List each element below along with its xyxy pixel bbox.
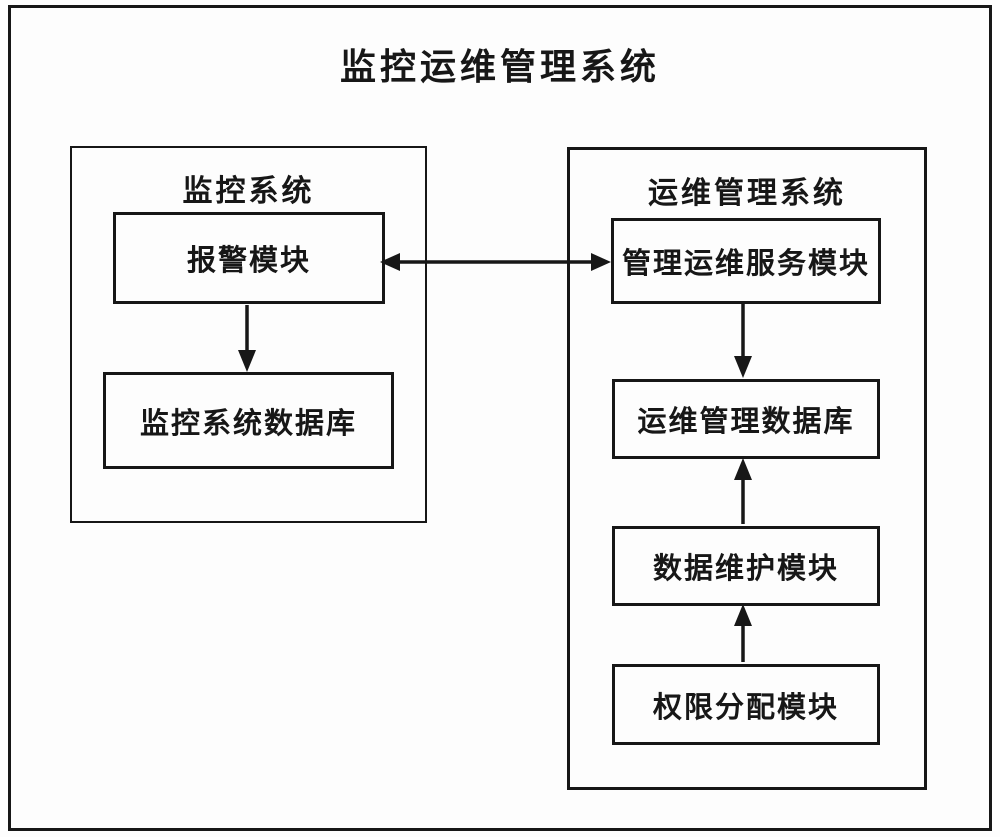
permission-assignment-module-box: 权限分配模块: [612, 664, 880, 745]
diagram-title: 监控运维管理系统: [339, 47, 660, 87]
ops-management-system-panel: 运维管理系统 管理运维服务模块 运维管理数据库 数据维护模块 权限分配模块: [567, 147, 927, 790]
alarm-module-box: 报警模块: [113, 212, 385, 304]
monitoring-system-database-box: 监控系统数据库: [103, 372, 394, 469]
monitoring-system-panel-title: 监控系统: [182, 175, 315, 208]
ops-management-database-box: 运维管理数据库: [612, 379, 880, 459]
monitoring-system-panel: 监控系统 报警模块 监控系统数据库: [70, 146, 427, 523]
ops-management-system-panel-title: 运维管理系统: [648, 177, 846, 210]
system-outer-frame: [8, 5, 992, 831]
ops-service-module-box: 管理运维服务模块: [611, 218, 881, 304]
data-maintenance-module-box: 数据维护模块: [612, 526, 880, 606]
